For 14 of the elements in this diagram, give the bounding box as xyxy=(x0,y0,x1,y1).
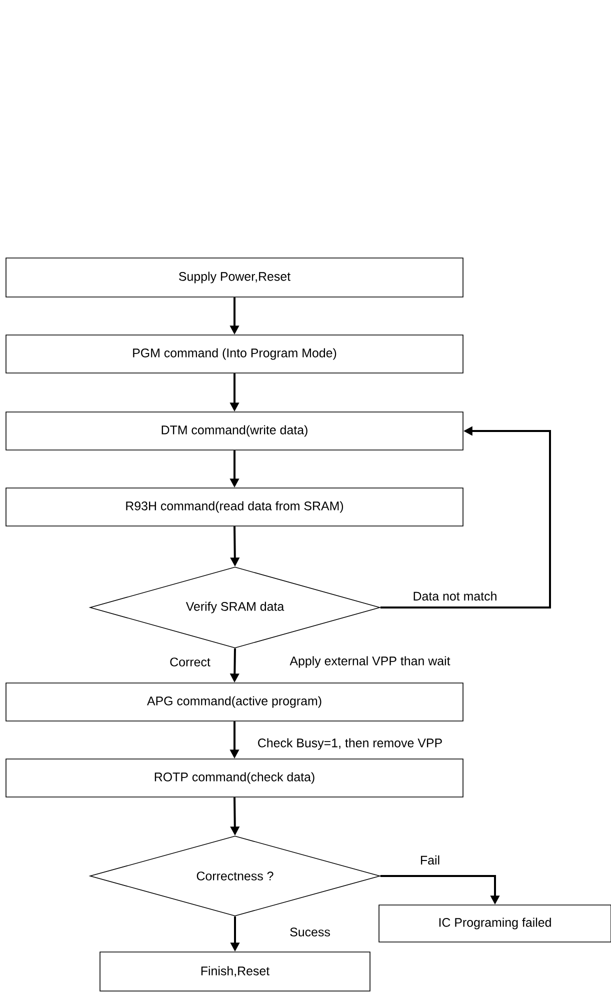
process-box: Supply Power,Reset xyxy=(6,258,464,298)
process-box: IC Programing failed xyxy=(378,904,611,942)
edge-label: Correct xyxy=(168,656,212,668)
process-box: R93H command(read data from SRAM) xyxy=(6,488,464,526)
edge-label: Sucess xyxy=(288,926,332,938)
note-label: Apply external VPP than wait xyxy=(288,655,452,669)
process-box: ROTP command(check data) xyxy=(6,758,464,798)
edge-label: Check Busy=1, then remove VPP xyxy=(256,737,444,751)
process-box: PGM command (Into Program Mode) xyxy=(6,334,464,374)
process-box: DTM command(write data) xyxy=(6,412,464,450)
process-box: APG command(active program) xyxy=(6,682,464,722)
edge-label: Fail xyxy=(418,854,442,866)
edge-label: Data not match xyxy=(412,590,498,602)
process-box: Finish,Reset xyxy=(100,952,370,992)
